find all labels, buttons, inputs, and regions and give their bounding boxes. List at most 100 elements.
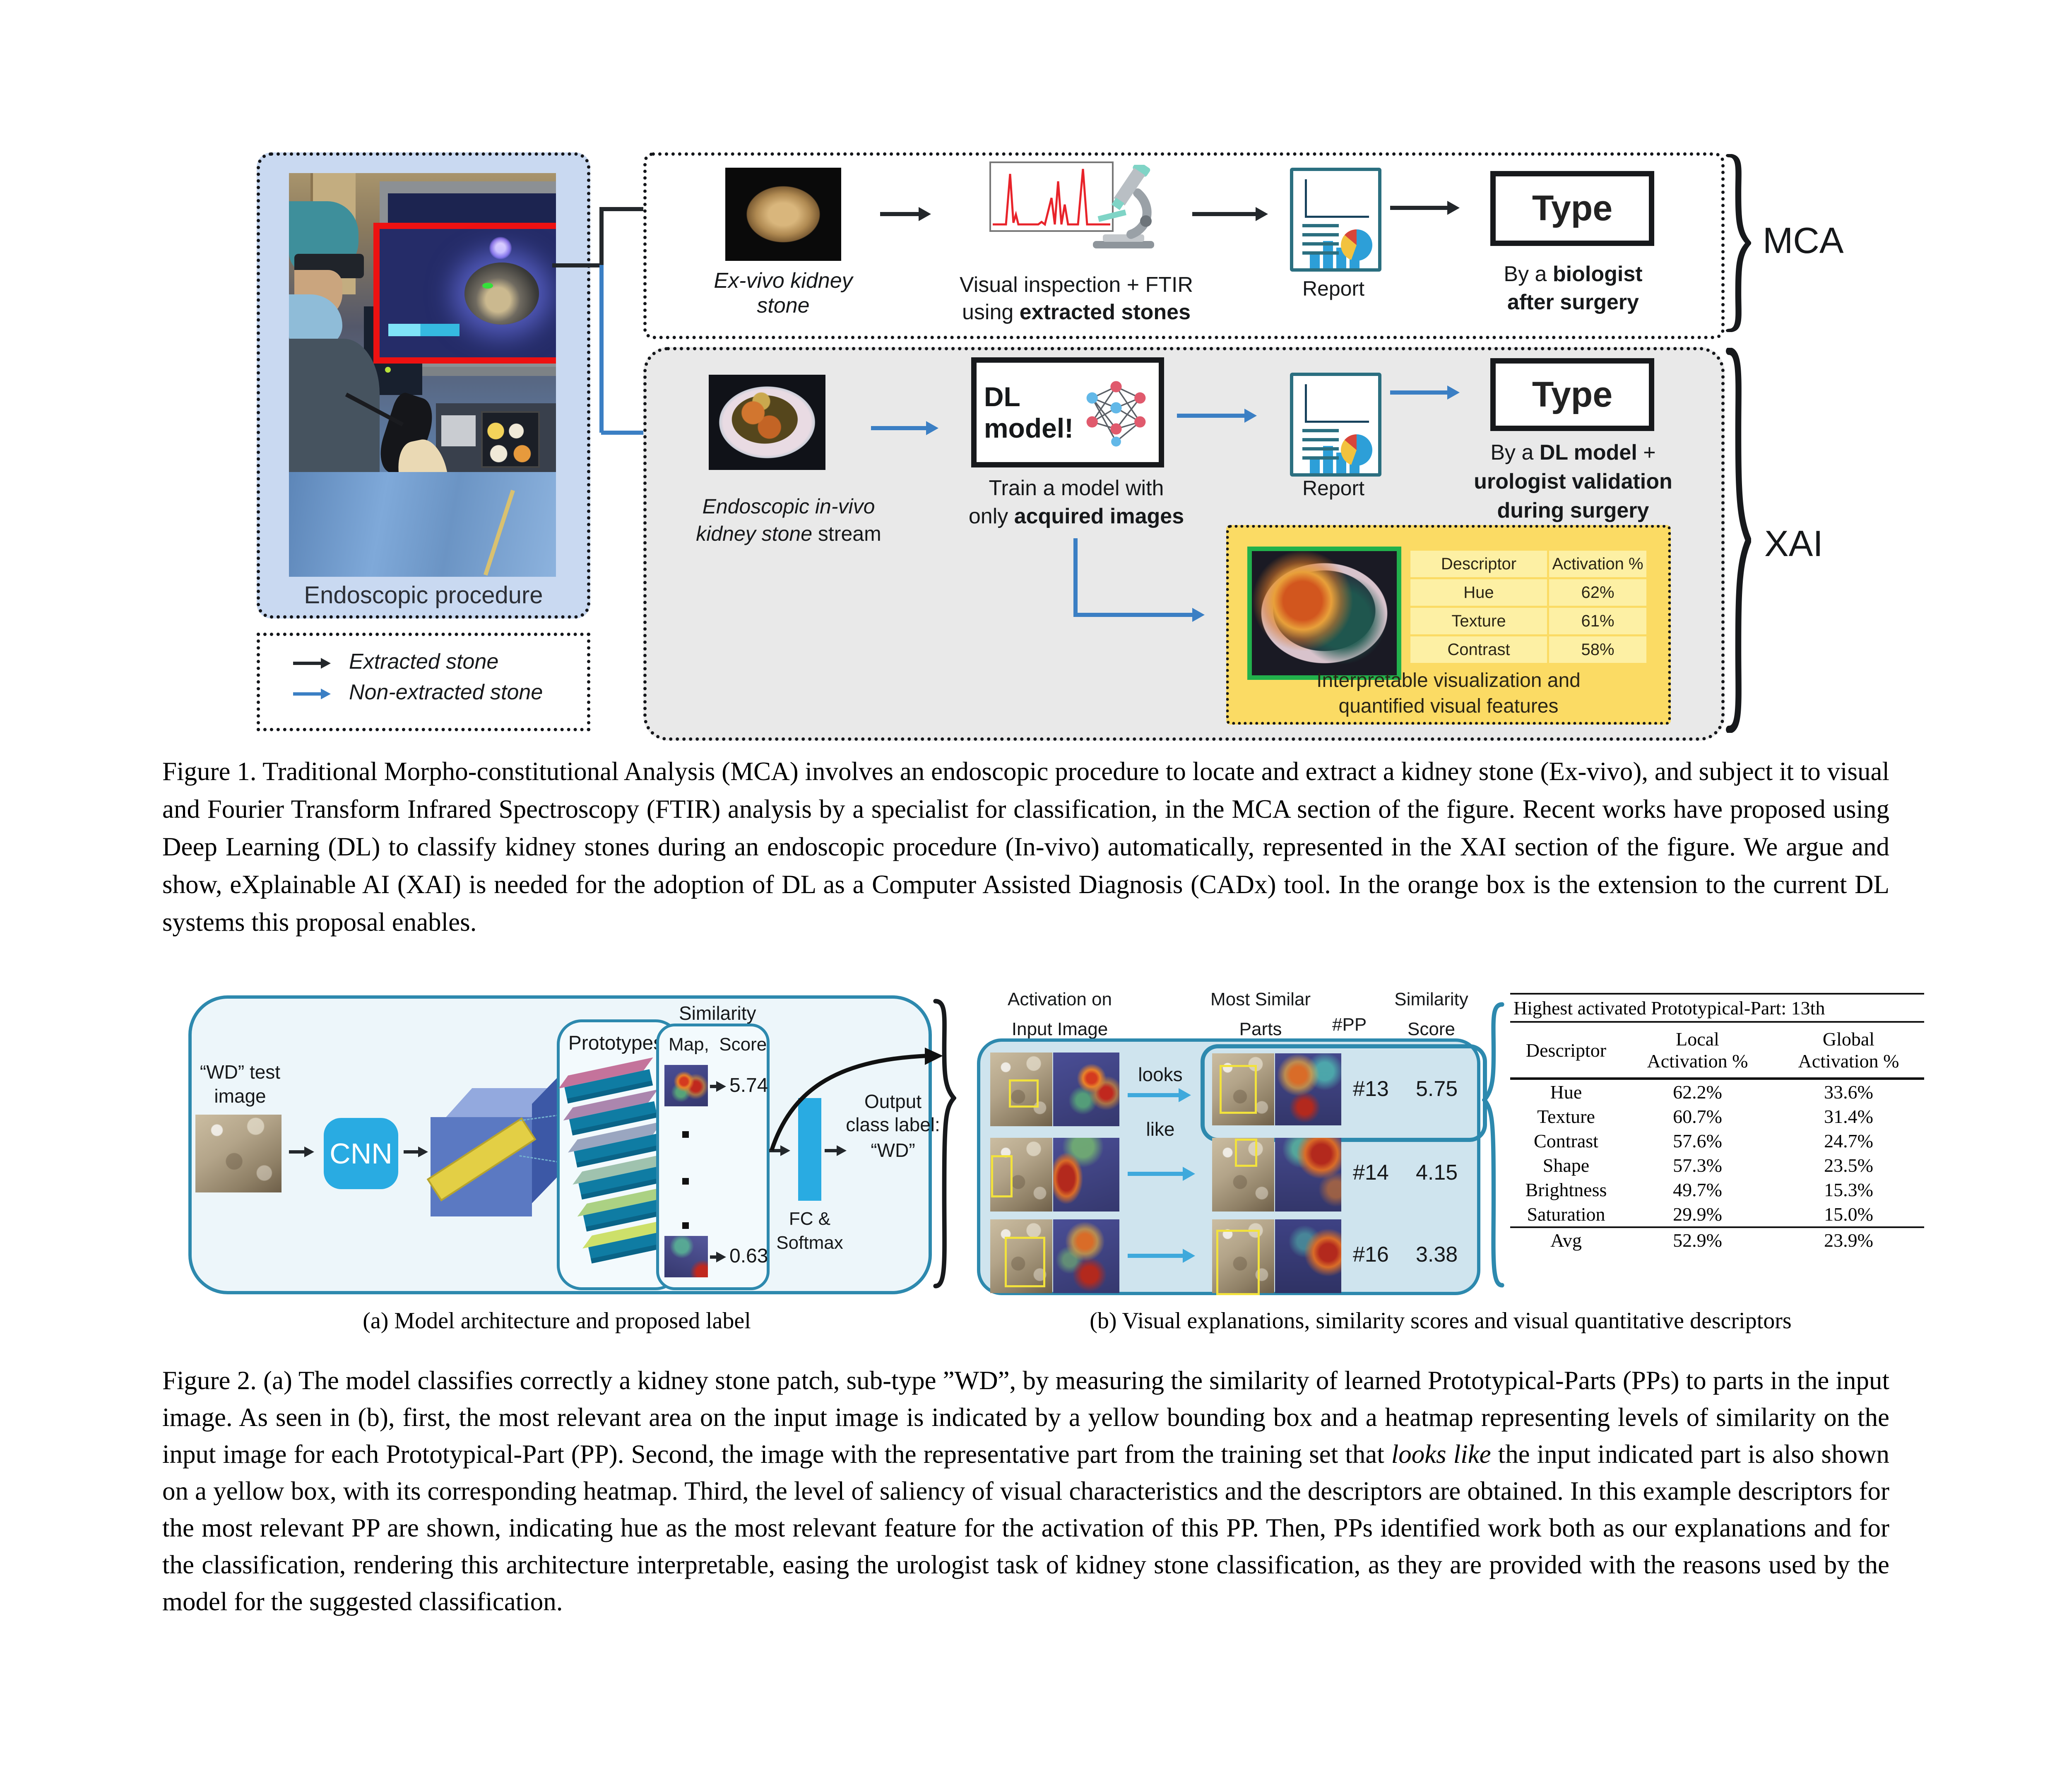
prototype-heatmap-row1: [1275, 1053, 1341, 1125]
dl-label-line2: model!: [984, 413, 1074, 443]
endoscopy-view-highlight: [373, 223, 556, 364]
highlighted-pp-row: [1201, 1044, 1487, 1142]
bounding-box: [1216, 1230, 1260, 1295]
descriptor-cell: Contrast: [1410, 636, 1547, 663]
report-icon-mca: [1290, 168, 1381, 272]
header-pp: #PP: [1332, 1014, 1367, 1035]
similarity-label: Similarity: [679, 1002, 756, 1024]
pp-number-row2: #14: [1353, 1161, 1389, 1185]
equipment-display: [481, 411, 540, 468]
arrow-into-xaibox: [1075, 608, 1205, 622]
kidney-stone-view: [464, 262, 539, 325]
arrow-report-to-type-mca: [1390, 201, 1460, 215]
ellipsis-dot: [682, 1222, 689, 1229]
activation-header: Activation %: [1549, 551, 1646, 577]
ellipsis-dot: [682, 1131, 689, 1138]
fig2a-brace: [933, 999, 956, 1289]
legend-box: Extracted stone Non-extracted stone: [257, 633, 590, 731]
descriptor-table: Descriptor Activation % Hue 62% Texture …: [1410, 551, 1646, 663]
arrow-scores-to-fc: [769, 1145, 790, 1156]
arrow-fc-to-output: [825, 1145, 847, 1156]
pp-score-row3: 3.38: [1416, 1243, 1458, 1267]
looks-like-label: looks like: [1128, 1063, 1191, 1140]
endoscopic-procedure-panel: Endoscopic procedure: [257, 152, 590, 619]
exvivo-stone-image: [725, 168, 841, 261]
table-brace: [1482, 1002, 1504, 1288]
map-score-label: Map, Score: [669, 1034, 767, 1055]
descriptor-cell: Texture: [1410, 608, 1547, 634]
activation-cell: 61%: [1549, 608, 1646, 634]
fig2b-subcaption: (b) Visual explanations, similarity scor…: [1090, 1308, 1792, 1334]
col-descriptor: Descriptor: [1525, 1039, 1607, 1061]
col-local-1: Local: [1676, 1028, 1719, 1050]
report-icon-xai: [1290, 373, 1381, 477]
exvivo-label-line1: Ex-vivo kidney: [714, 269, 853, 293]
type-label-mca: Type: [1532, 188, 1613, 228]
header-activation: Activation on Input Image: [1008, 989, 1112, 1039]
bounding-box: [1235, 1139, 1257, 1167]
arrow-looks-like: [1128, 1088, 1191, 1102]
fc-softmax-label: FC & Softmax: [776, 1209, 843, 1253]
table-header: Descriptor Local Activation % Global Act…: [1510, 1023, 1924, 1077]
input-heatmap-row2: [1053, 1138, 1119, 1212]
screen-status-bar: [388, 324, 460, 337]
pp-number-row3: #16: [1353, 1243, 1389, 1267]
legend-non-extracted-label: Non-extracted stone: [349, 680, 543, 704]
col-global-1: Global: [1822, 1028, 1875, 1050]
arrow-report-to-type-xai: [1390, 385, 1460, 400]
header-most-similar: Most Similar Parts: [1210, 989, 1311, 1039]
xai-label: XAI: [1764, 523, 1823, 564]
prototype-patch-row1: [1212, 1053, 1274, 1125]
non-extracted-stone-arrow-icon: [293, 689, 331, 699]
type-box-mca: Type: [1490, 171, 1654, 246]
arrow-image-to-cnn: [289, 1146, 314, 1157]
output-class-label: Output class label: “WD”: [846, 1091, 940, 1161]
exvivo-label: Ex-vivo kidney stone: [680, 268, 887, 318]
ellipsis-dot: [682, 1178, 689, 1185]
monitor-led: [385, 367, 391, 373]
surgeon-shoulder: [289, 338, 380, 476]
arrow-exvivo-to-ftir: [880, 207, 931, 221]
pp-score-row1: 5.75: [1416, 1077, 1458, 1101]
connector-train-to-xaibox: [1073, 538, 1078, 617]
prototype-patch-row3: [1212, 1219, 1274, 1295]
pp-score-row2: 4.15: [1416, 1161, 1458, 1185]
neural-network-icon: [1086, 381, 1146, 447]
arrow-map-to-score-bottom: [710, 1252, 726, 1262]
descriptor-header: Descriptor: [1410, 551, 1547, 577]
exvivo-label-line2: stone: [757, 294, 810, 318]
cnn-box: CNN: [324, 1118, 398, 1189]
type-label-xai: Type: [1532, 374, 1613, 414]
mca-label: MCA: [1763, 220, 1844, 261]
report-label-mca: Report: [1302, 277, 1365, 300]
connector-line-down: [599, 265, 604, 433]
type-box-xai: Type: [1490, 358, 1654, 431]
connector-line-horizontal: [552, 263, 602, 267]
similarity-score-top: 5.74: [729, 1074, 768, 1096]
figure1-caption: Figure 1. Traditional Morpho-constitutio…: [162, 757, 1889, 937]
input-heatmap-row3: [1053, 1219, 1119, 1293]
mca-brace: [1726, 154, 1751, 332]
interpretability-caption: Interpretable visualization and quantifi…: [1316, 670, 1581, 717]
activation-cell: 62%: [1549, 579, 1646, 606]
legend-extracted-label: Extracted stone: [349, 650, 499, 674]
col-global-2: Activation %: [1798, 1050, 1899, 1072]
arrow-dl-to-report: [1177, 409, 1257, 423]
arrow-ftir-to-report: [1192, 207, 1268, 221]
wd-test-image-label: “WD” test image: [200, 1061, 281, 1107]
connector-line-up: [599, 209, 604, 267]
dl-label-line1: DL: [984, 381, 1020, 412]
arrow-row3: [1128, 1249, 1195, 1263]
pp-number-row1: #13: [1353, 1077, 1389, 1101]
by-dl-model-label: By a DL model + urologist validation dur…: [1474, 441, 1672, 523]
invivo-label: Endoscopic in-vivo kidney stone stream: [696, 495, 881, 545]
report-label-xai: Report: [1302, 477, 1365, 500]
input-heatmap-row1: [1053, 1053, 1119, 1126]
col-local-2: Activation %: [1647, 1050, 1748, 1072]
wd-test-image: [195, 1115, 282, 1192]
